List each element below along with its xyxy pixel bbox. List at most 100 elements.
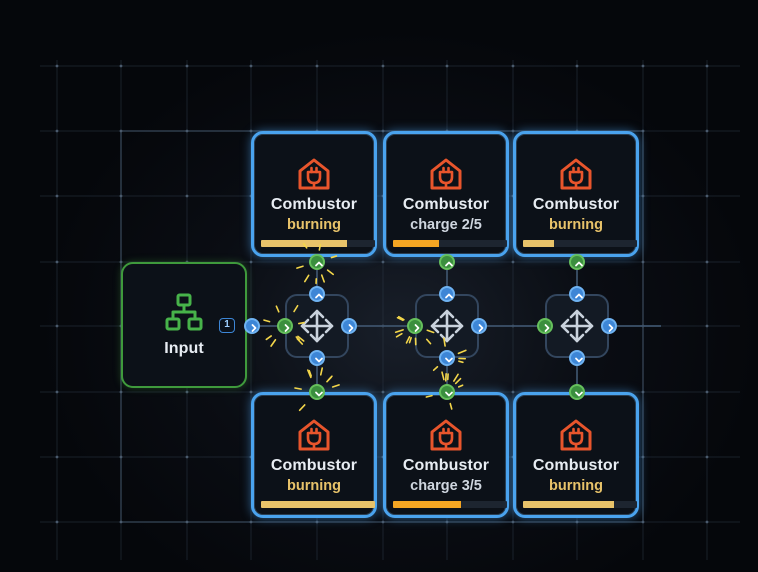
grid-dot	[185, 64, 189, 68]
splitter-input-port[interactable]	[407, 318, 423, 334]
grid-dot	[381, 520, 385, 524]
grid-dot	[705, 324, 709, 328]
chevron-down-icon	[315, 357, 323, 363]
grid-dot	[119, 455, 123, 459]
combustor-label: Combustor	[402, 457, 490, 474]
combustor-input-port-bottom[interactable]	[439, 384, 455, 400]
grid-dot	[249, 520, 253, 524]
chevron-up-icon	[575, 293, 583, 299]
grid-dot	[249, 390, 253, 394]
combustor-node-1[interactable]: Combustor burning	[251, 131, 377, 257]
combustor-icon	[560, 419, 592, 451]
grid-dot	[119, 129, 123, 133]
grid-dot	[55, 64, 59, 68]
grid-dot	[705, 455, 709, 459]
combustor-progress-bar	[523, 240, 637, 247]
combustor-status: burning	[287, 217, 341, 233]
splitter-node-1[interactable]	[285, 294, 349, 358]
splitter-node-2[interactable]	[415, 294, 479, 358]
combustor-status: burning	[549, 217, 603, 233]
combustor-input-port-top[interactable]	[439, 254, 455, 270]
grid-dot	[575, 64, 579, 68]
grid-dot	[381, 260, 385, 264]
chevron-up-icon	[445, 293, 453, 299]
grid-dot	[119, 64, 123, 68]
grid-dot	[119, 520, 123, 524]
chevron-right-icon	[348, 324, 354, 332]
grid-dot	[55, 129, 59, 133]
grid-dot	[55, 455, 59, 459]
grid-dot	[55, 390, 59, 394]
splitter-output-port-up[interactable]	[569, 286, 585, 302]
grid-dot	[249, 64, 253, 68]
combustor-icon	[298, 419, 330, 451]
grid-dot	[641, 64, 645, 68]
combustor-node-4[interactable]: Combustor burning	[251, 392, 377, 518]
combustor-input-port-bottom[interactable]	[569, 384, 585, 400]
grid-dot	[185, 129, 189, 133]
grid-dot	[641, 194, 645, 198]
grid-dot	[315, 64, 319, 68]
input-node-label: Input	[164, 340, 204, 357]
combustor-node-3[interactable]: Combustor burning	[513, 131, 639, 257]
chevron-right-icon	[251, 324, 257, 332]
grid-dot	[511, 64, 515, 68]
combustor-progress-bar	[393, 240, 507, 247]
grid-dot	[249, 260, 253, 264]
splitter-output-port-right[interactable]	[341, 318, 357, 334]
grid-dot	[55, 520, 59, 524]
combustor-label: Combustor	[402, 196, 490, 213]
combustor-node-6[interactable]: Combustor burning	[513, 392, 639, 518]
four-way-arrows-icon	[300, 309, 334, 343]
combustor-progress-bar	[393, 501, 507, 508]
grid-dot	[445, 520, 449, 524]
combustor-status: burning	[287, 478, 341, 494]
chevron-up-icon	[315, 261, 323, 267]
four-way-arrows-icon	[430, 309, 464, 343]
chevron-down-icon	[445, 357, 453, 363]
combustor-status: charge 3/5	[410, 478, 482, 494]
combustor-status: charge 2/5	[410, 217, 482, 233]
chevron-down-icon	[315, 391, 323, 397]
splitter-output-port-down[interactable]	[569, 350, 585, 366]
chevron-right-icon	[608, 324, 614, 332]
combustor-label: Combustor	[532, 196, 620, 213]
input-output-port[interactable]	[244, 318, 260, 334]
splitter-node-3[interactable]	[545, 294, 609, 358]
grid-dot	[119, 390, 123, 394]
grid-dot	[641, 129, 645, 133]
combustor-input-port-top[interactable]	[569, 254, 585, 270]
grid-dot	[705, 129, 709, 133]
splitter-input-port[interactable]	[277, 318, 293, 334]
grid-dot	[119, 194, 123, 198]
chevron-right-icon	[414, 324, 420, 332]
splitter-output-port-up[interactable]	[439, 286, 455, 302]
grid-dot	[445, 64, 449, 68]
combustor-input-port-bottom[interactable]	[309, 384, 325, 400]
chevron-right-icon	[478, 324, 484, 332]
splitter-output-port-right[interactable]	[601, 318, 617, 334]
splitter-output-port-down[interactable]	[439, 350, 455, 366]
combustor-icon	[430, 158, 462, 190]
combustor-node-2[interactable]: Combustor charge 2/5	[383, 131, 509, 257]
grid-dot	[55, 324, 59, 328]
chevron-up-icon	[575, 261, 583, 267]
splitter-output-port-right[interactable]	[471, 318, 487, 334]
chevron-right-icon	[284, 324, 290, 332]
grid-dot	[55, 260, 59, 264]
splitter-output-port-up[interactable]	[309, 286, 325, 302]
combustor-progress-bar	[261, 501, 375, 508]
grid-dot	[705, 260, 709, 264]
splitter-output-port-down[interactable]	[309, 350, 325, 366]
combustor-icon	[560, 158, 592, 190]
grid-dot	[705, 390, 709, 394]
grid-dot	[705, 64, 709, 68]
splitter-input-port[interactable]	[537, 318, 553, 334]
chevron-down-icon	[575, 357, 583, 363]
combustor-node-5[interactable]: Combustor charge 3/5	[383, 392, 509, 518]
combustor-icon	[430, 419, 462, 451]
chevron-up-icon	[445, 261, 453, 267]
combustor-input-port-top[interactable]	[309, 254, 325, 270]
chevron-down-icon	[445, 391, 453, 397]
